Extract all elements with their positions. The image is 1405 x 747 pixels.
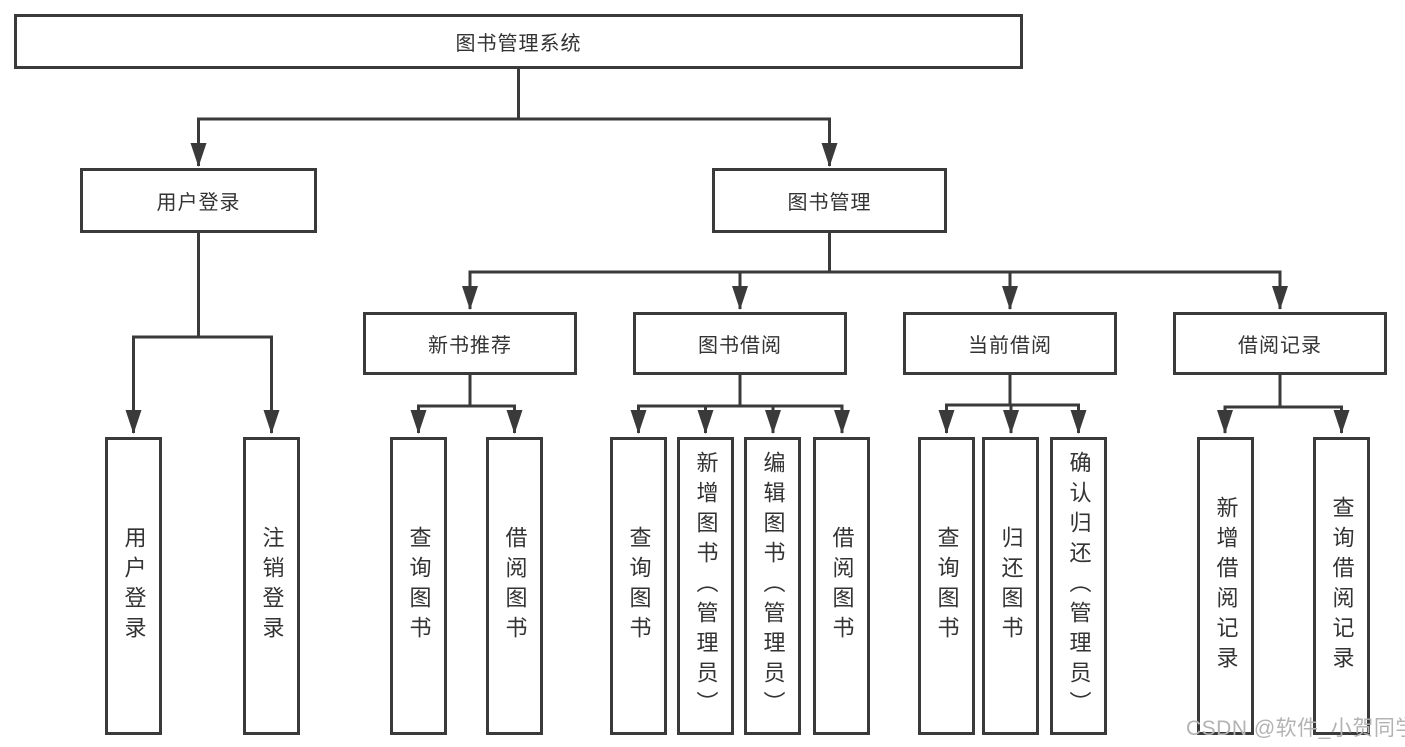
leaf-bb-add-book-admin: 新增图书（管理员） bbox=[677, 437, 734, 735]
node-label: 用户登录 bbox=[156, 192, 241, 214]
node-label: 注销登录 bbox=[259, 526, 285, 646]
node-label: 借阅图书 bbox=[829, 526, 855, 646]
node-label: 查询图书 bbox=[934, 526, 960, 646]
leaf-br-add-record: 新增借阅记录 bbox=[1197, 437, 1254, 735]
node-label: 归还图书 bbox=[998, 526, 1024, 646]
node-label: 图书管理 bbox=[787, 192, 872, 214]
node-new-book-recommend: 新书推荐 bbox=[363, 312, 577, 375]
node-label: 借阅记录 bbox=[1238, 335, 1322, 357]
node-label: 借阅图书 bbox=[502, 526, 528, 646]
leaf-bb-query-book: 查询图书 bbox=[610, 437, 667, 735]
connector-book-management-to-level3 bbox=[462, 233, 1288, 310]
leaf-br-query-record: 查询借阅记录 bbox=[1313, 437, 1370, 735]
node-label: 新书推荐 bbox=[428, 335, 512, 357]
node-label: 确认归还（管理员） bbox=[1066, 451, 1092, 721]
node-book-borrow: 图书借阅 bbox=[633, 312, 847, 375]
leaf-nbr-query-book: 查询图书 bbox=[390, 437, 447, 735]
leaf-bb-edit-book-admin: 编辑图书（管理员） bbox=[744, 437, 801, 735]
node-user-login: 用户登录 bbox=[80, 168, 317, 233]
node-borrow-records: 借阅记录 bbox=[1173, 312, 1387, 375]
node-current-borrow: 当前借阅 bbox=[903, 312, 1117, 375]
node-label: 查询借阅记录 bbox=[1329, 496, 1355, 676]
node-label: 用户登录 bbox=[121, 526, 147, 646]
node-label: 新增借阅记录 bbox=[1213, 496, 1239, 676]
connector-current-borrow-branch bbox=[938, 375, 1087, 434]
leaf-bb-borrow-book: 借阅图书 bbox=[813, 437, 870, 735]
node-label: 查询图书 bbox=[406, 526, 432, 646]
connector-new-book-recommend-branch bbox=[410, 375, 523, 434]
node-label: 编辑图书（管理员） bbox=[760, 451, 786, 721]
leaf-cb-query-book: 查询图书 bbox=[918, 437, 975, 735]
leaf-logout-login: 注销登录 bbox=[243, 437, 300, 735]
node-label: 图书借阅 bbox=[698, 335, 782, 357]
node-library-management-system: 图书管理系统 bbox=[14, 14, 1023, 69]
node-label: 新增图书（管理员） bbox=[693, 451, 719, 721]
leaf-nbr-borrow-book: 借阅图书 bbox=[486, 437, 543, 735]
leaf-cb-confirm-return-admin: 确认归还（管理员） bbox=[1050, 437, 1107, 735]
leaf-user-login: 用户登录 bbox=[105, 437, 162, 735]
connector-user-login-branch bbox=[125, 233, 280, 434]
connector-borrow-records-branch bbox=[1217, 375, 1350, 434]
node-label: 当前借阅 bbox=[968, 335, 1052, 357]
node-label: 图书管理系统 bbox=[455, 33, 582, 55]
leaf-cb-return-book: 归还图书 bbox=[982, 437, 1039, 735]
node-label: 查询图书 bbox=[626, 526, 652, 646]
node-book-management: 图书管理 bbox=[712, 168, 947, 233]
connector-root-to-level2 bbox=[190, 69, 838, 167]
connector-book-borrow-branch bbox=[630, 375, 850, 434]
csdn-watermark: CSDN @软件_小贺同学 bbox=[1186, 717, 1405, 740]
